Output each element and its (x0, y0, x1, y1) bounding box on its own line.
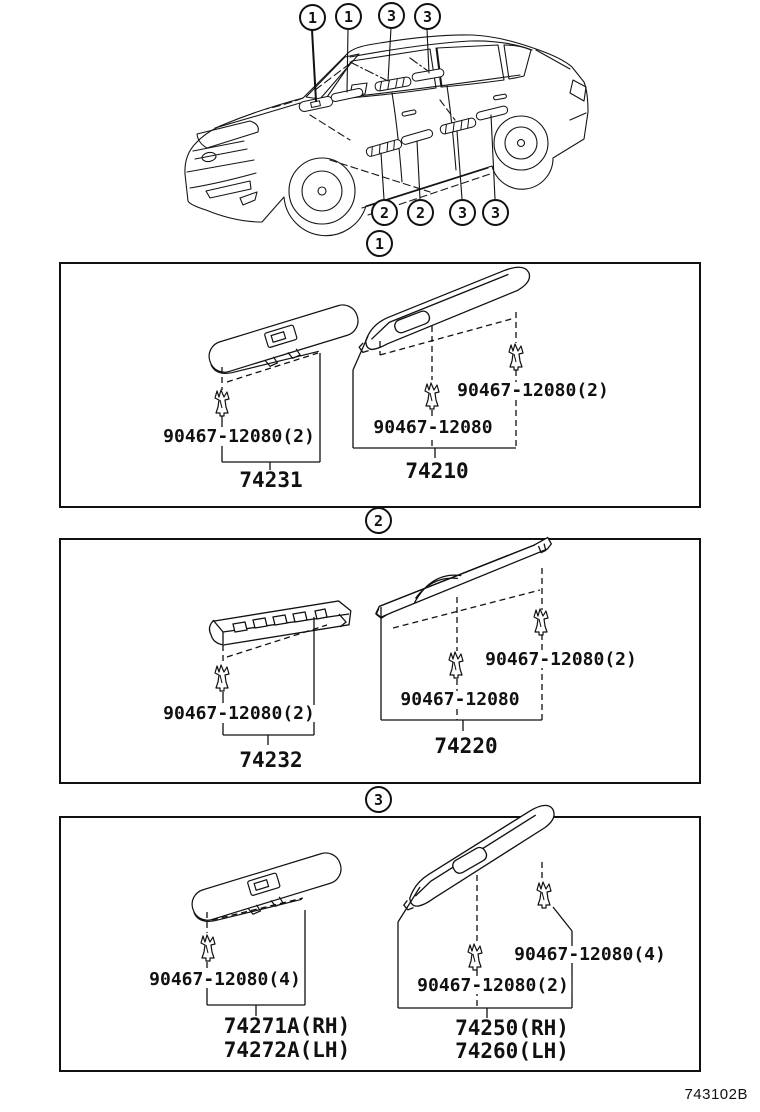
fastener-label[interactable]: 90467-12080(2) (415, 975, 571, 996)
part-number-74272A[interactable]: 74272A(LH) (221, 1038, 353, 1062)
fastener-label[interactable]: 90467-12080(2) (161, 703, 317, 724)
callout-circle-3d[interactable]: 3 (482, 199, 509, 226)
callout-circle-2b[interactable]: 2 (407, 199, 434, 226)
fastener-label[interactable]: 90467-12080(4) (147, 969, 303, 990)
diagram-code: 743102B (684, 1086, 748, 1103)
section-3-box (59, 816, 701, 1072)
callout-leader-lines (311, 27, 496, 200)
fastener-label[interactable]: 90467-12080 (371, 417, 495, 438)
fastener-label[interactable]: 90467-12080(2) (455, 380, 611, 401)
fastener-label[interactable]: 90467-12080(4) (512, 944, 668, 965)
fastener-label[interactable]: 90467-12080(2) (483, 649, 639, 670)
section-1-number-badge[interactable]: 1 (366, 230, 393, 257)
callout-circle-3c[interactable]: 3 (449, 199, 476, 226)
part-number-74231[interactable]: 74231 (237, 468, 305, 492)
callout-circle-2a[interactable]: 2 (371, 199, 398, 226)
part-number-74220[interactable]: 74220 (432, 734, 500, 758)
part-number-74250[interactable]: 74250(RH) (453, 1016, 571, 1040)
section-2-number-badge[interactable]: 2 (365, 507, 392, 534)
part-number-74210[interactable]: 74210 (403, 459, 471, 483)
part-number-74232[interactable]: 74232 (237, 748, 305, 772)
part-number-74271A[interactable]: 74271A(RH) (221, 1014, 353, 1038)
callout-circle-1b[interactable]: 1 (335, 3, 362, 30)
part-number-74260[interactable]: 74260(LH) (453, 1039, 571, 1063)
section-3-number-badge[interactable]: 3 (365, 786, 392, 813)
fastener-label[interactable]: 90467-12080(2) (161, 426, 317, 447)
callout-circle-3b[interactable]: 3 (414, 3, 441, 30)
fastener-label[interactable]: 90467-12080 (398, 689, 522, 710)
callout-circle-3a[interactable]: 3 (378, 2, 405, 29)
callout-circle-1a[interactable]: 1 (299, 4, 326, 31)
